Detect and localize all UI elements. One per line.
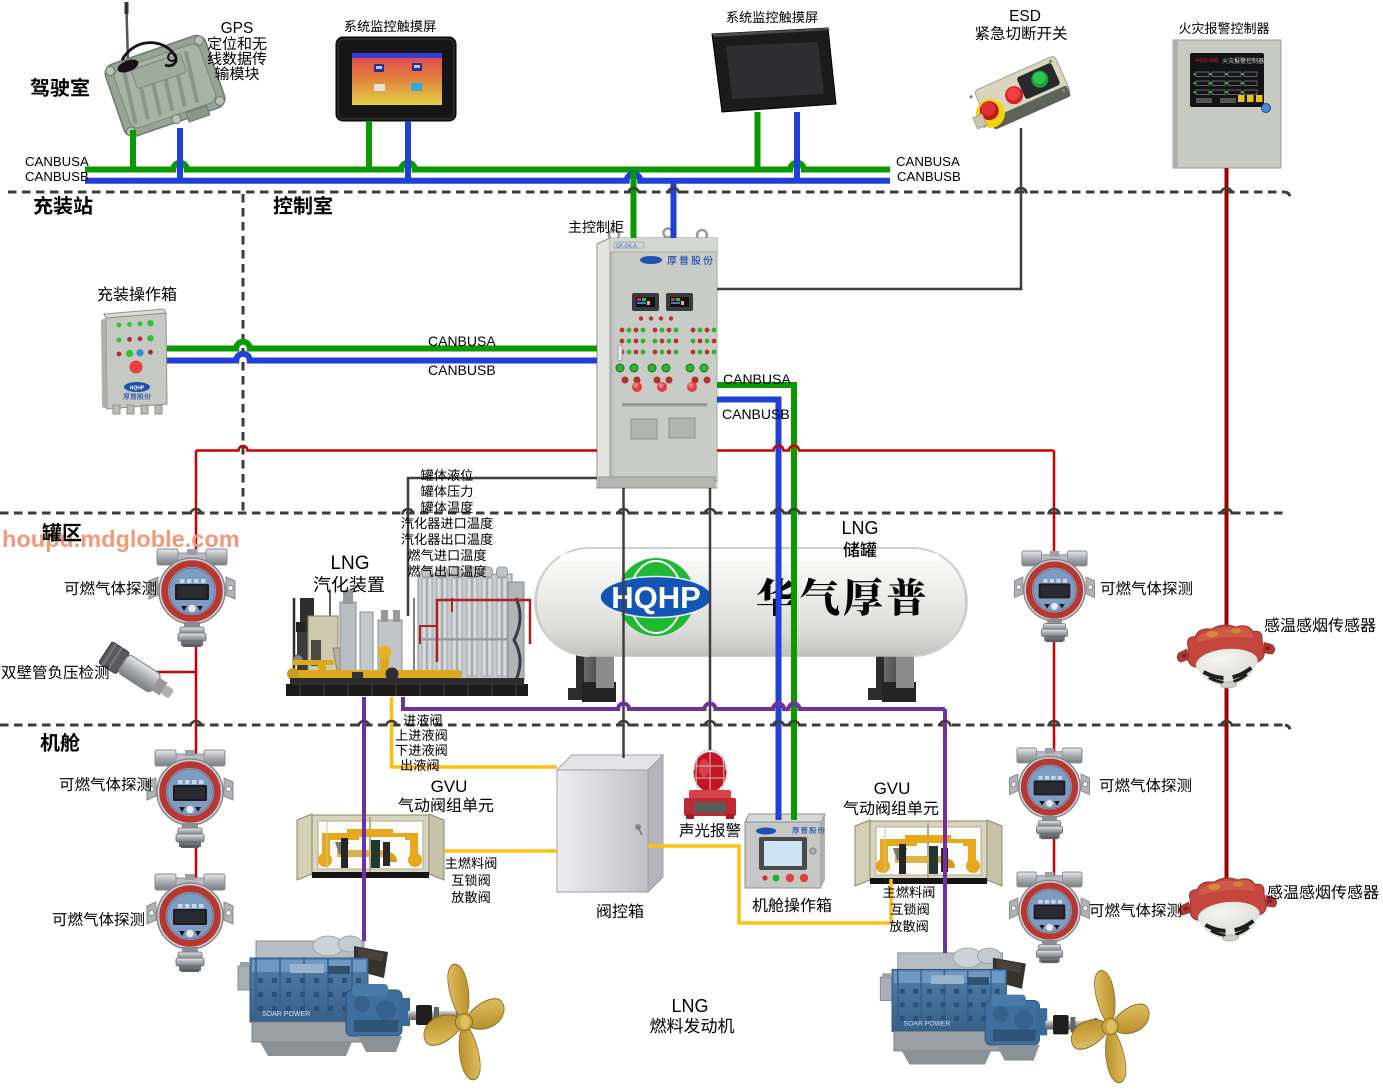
svg-text:LNG: LNG: [330, 553, 369, 574]
svg-text:GVU: GVU: [431, 777, 468, 796]
svg-text:CANBUSB: CANBUSB: [25, 169, 89, 184]
svg-text:CANBUSA: CANBUSA: [723, 371, 791, 387]
svg-text:houpu.mdgloble.com: houpu.mdgloble.com: [2, 526, 240, 552]
svg-text:CANBUSB: CANBUSB: [722, 406, 790, 422]
svg-text:CANBUSA: CANBUSA: [896, 154, 960, 169]
svg-text:CANBUSA: CANBUSA: [25, 154, 89, 169]
svg-text:ESD: ESD: [1009, 8, 1041, 25]
svg-text:HQHP: HQHP: [611, 580, 701, 615]
svg-text:CANBUSB: CANBUSB: [897, 169, 961, 184]
svg-text:CANBUSB: CANBUSB: [428, 362, 496, 378]
svg-text:CANBUSA: CANBUSA: [428, 333, 496, 349]
svg-text:QF-GK-A: QF-GK-A: [616, 244, 637, 250]
svg-text:火灾报警控制器: 火灾报警控制器: [1222, 57, 1264, 65]
svg-text:LNG: LNG: [841, 518, 878, 538]
svg-text:HQHP: HQHP: [130, 386, 145, 392]
svg-text:GPS: GPS: [221, 20, 254, 37]
svg-text:FCU-100: FCU-100: [1196, 58, 1218, 64]
svg-text:LNG: LNG: [671, 996, 708, 1016]
svg-text:GVU: GVU: [874, 779, 911, 798]
